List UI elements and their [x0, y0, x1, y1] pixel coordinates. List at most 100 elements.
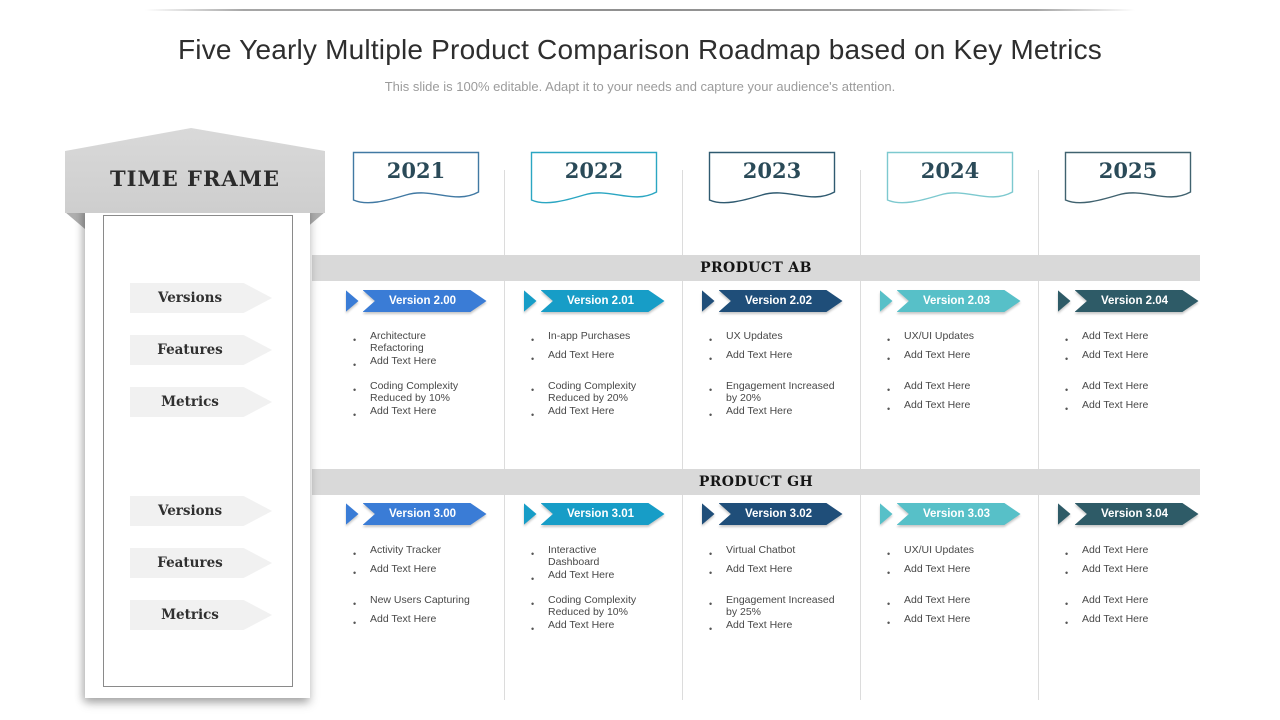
version-chevron: Version 2.04: [1057, 290, 1199, 312]
version-label: Version 2.04: [1074, 290, 1199, 312]
bullet-icon: [709, 619, 715, 637]
bullet-icon: [709, 405, 715, 423]
bullet-item: Add Text Here: [709, 405, 861, 423]
year-details-cell: Virtual ChatbotAdd Text HereEngagement I…: [683, 544, 861, 638]
year-label: 2022: [564, 158, 624, 183]
bullet-icon: [709, 349, 715, 367]
bullet-icon: [709, 563, 715, 581]
bullet-item: Add Text Here: [531, 405, 683, 423]
details-row: ArchitectureRefactoringAdd Text HereCodi…: [327, 330, 1217, 424]
timeframe-row-versions-2: Versions: [130, 496, 272, 526]
bullet-item: Add Text Here: [353, 613, 505, 631]
product-band: PRODUCT GH: [312, 469, 1200, 495]
bullet-icon: [887, 380, 893, 398]
bullet-item: Add Text Here: [887, 594, 1039, 612]
years-row: 2021 2022 2023 2024 2025: [327, 151, 1217, 209]
bullet-icon: [531, 349, 537, 367]
version-chevron: Version 3.00: [345, 503, 487, 525]
year-details-cell: UX UpdatesAdd Text HereEngagement Increa…: [683, 330, 861, 424]
version-label: Version 2.01: [540, 290, 665, 312]
bullet-item: Add Text Here: [1065, 349, 1217, 367]
bullet-icon: [353, 563, 359, 581]
bullet-icon: [531, 569, 537, 587]
features-list: UX UpdatesAdd Text Here: [709, 330, 861, 380]
product-band: PRODUCT AB: [312, 255, 1200, 281]
version-label: Version 3.04: [1074, 503, 1199, 525]
year-label: 2025: [1098, 158, 1158, 183]
bullet-icon: [1065, 399, 1071, 417]
year-details-cell: Activity TrackerAdd Text HereNew Users C…: [327, 544, 505, 638]
column-separator: [1038, 170, 1039, 700]
bullet-item: Add Text Here: [1065, 399, 1217, 417]
features-list: Add Text HereAdd Text Here: [1065, 544, 1217, 594]
bullet-item: Add Text Here: [709, 619, 861, 637]
bullet-item: UX/UI Updates: [887, 544, 1039, 562]
bullet-icon: [887, 330, 893, 348]
year-label: 2021: [386, 158, 446, 183]
bullet-item: Add Text Here: [531, 619, 683, 637]
chevron-tail-icon: [701, 503, 715, 525]
timeframe-panel-border: [103, 215, 293, 687]
features-list: UX/UI UpdatesAdd Text Here: [887, 330, 1039, 380]
bullet-item: Add Text Here: [353, 563, 505, 581]
version-label: Version 2.03: [896, 290, 1021, 312]
details-row: Activity TrackerAdd Text HereNew Users C…: [327, 544, 1217, 638]
flag-shape: [352, 151, 480, 204]
bullet-icon: [1065, 613, 1071, 631]
bullet-icon: [531, 594, 537, 618]
banner-fold-left: [65, 212, 85, 229]
year-label: 2023: [742, 158, 802, 183]
slide-subtitle: This slide is 100% editable. Adapt it to…: [384, 79, 896, 94]
version-label: Version 3.00: [362, 503, 487, 525]
features-list: Activity TrackerAdd Text Here: [353, 544, 505, 594]
bullet-item: Add Text Here: [887, 399, 1039, 417]
metrics-list: Add Text HereAdd Text Here: [1065, 594, 1217, 631]
bullet-icon: [1065, 349, 1071, 367]
bullet-icon: [531, 330, 537, 348]
year-details-cell: Add Text HereAdd Text HereAdd Text HereA…: [1039, 544, 1217, 638]
year-flag: 2021: [352, 151, 480, 209]
timeframe-row-metrics-1: Metrics: [130, 387, 272, 417]
bullet-icon: [1065, 594, 1071, 612]
bullet-icon: [531, 544, 537, 568]
bullet-icon: [353, 330, 359, 354]
features-list: Virtual ChatbotAdd Text Here: [709, 544, 861, 594]
version-label: Version 2.00: [362, 290, 487, 312]
column-separator: [504, 170, 505, 700]
bullet-item: UX Updates: [709, 330, 861, 348]
bullet-icon: [531, 619, 537, 637]
bullet-item: Add Text Here: [1065, 380, 1217, 398]
flag-shape: [886, 151, 1014, 204]
timeframe-row-metrics-2: Metrics: [130, 600, 272, 630]
timeframe-row-versions-1: Versions: [130, 283, 272, 313]
bullet-icon: [887, 594, 893, 612]
year-details-cell: UX/UI UpdatesAdd Text HereAdd Text HereA…: [861, 544, 1039, 638]
bullet-icon: [887, 613, 893, 631]
bullet-item: Add Text Here: [887, 380, 1039, 398]
chevron-tail-icon: [701, 290, 715, 312]
bullet-item: In-app Purchases: [531, 330, 683, 348]
bullet-icon: [1065, 544, 1071, 562]
bullet-item: Add Text Here: [531, 569, 683, 587]
version-chevron: Version 3.02: [701, 503, 843, 525]
bullet-icon: [1065, 380, 1071, 398]
bullet-item: Add Text Here: [531, 349, 683, 367]
bullet-item: Add Text Here: [353, 405, 505, 423]
bullet-icon: [709, 544, 715, 562]
bullet-icon: [353, 405, 359, 423]
slide-title: Five Yearly Multiple Product Comparison …: [177, 34, 1103, 65]
bullet-icon: [887, 349, 893, 367]
bullet-item: Add Text Here: [1065, 594, 1217, 612]
year-details-cell: InteractiveDashboardAdd Text HereCoding …: [505, 544, 683, 638]
year-flag: 2025: [1064, 151, 1192, 209]
version-chevron: Version 2.03: [879, 290, 1021, 312]
bullet-icon: [709, 594, 715, 618]
